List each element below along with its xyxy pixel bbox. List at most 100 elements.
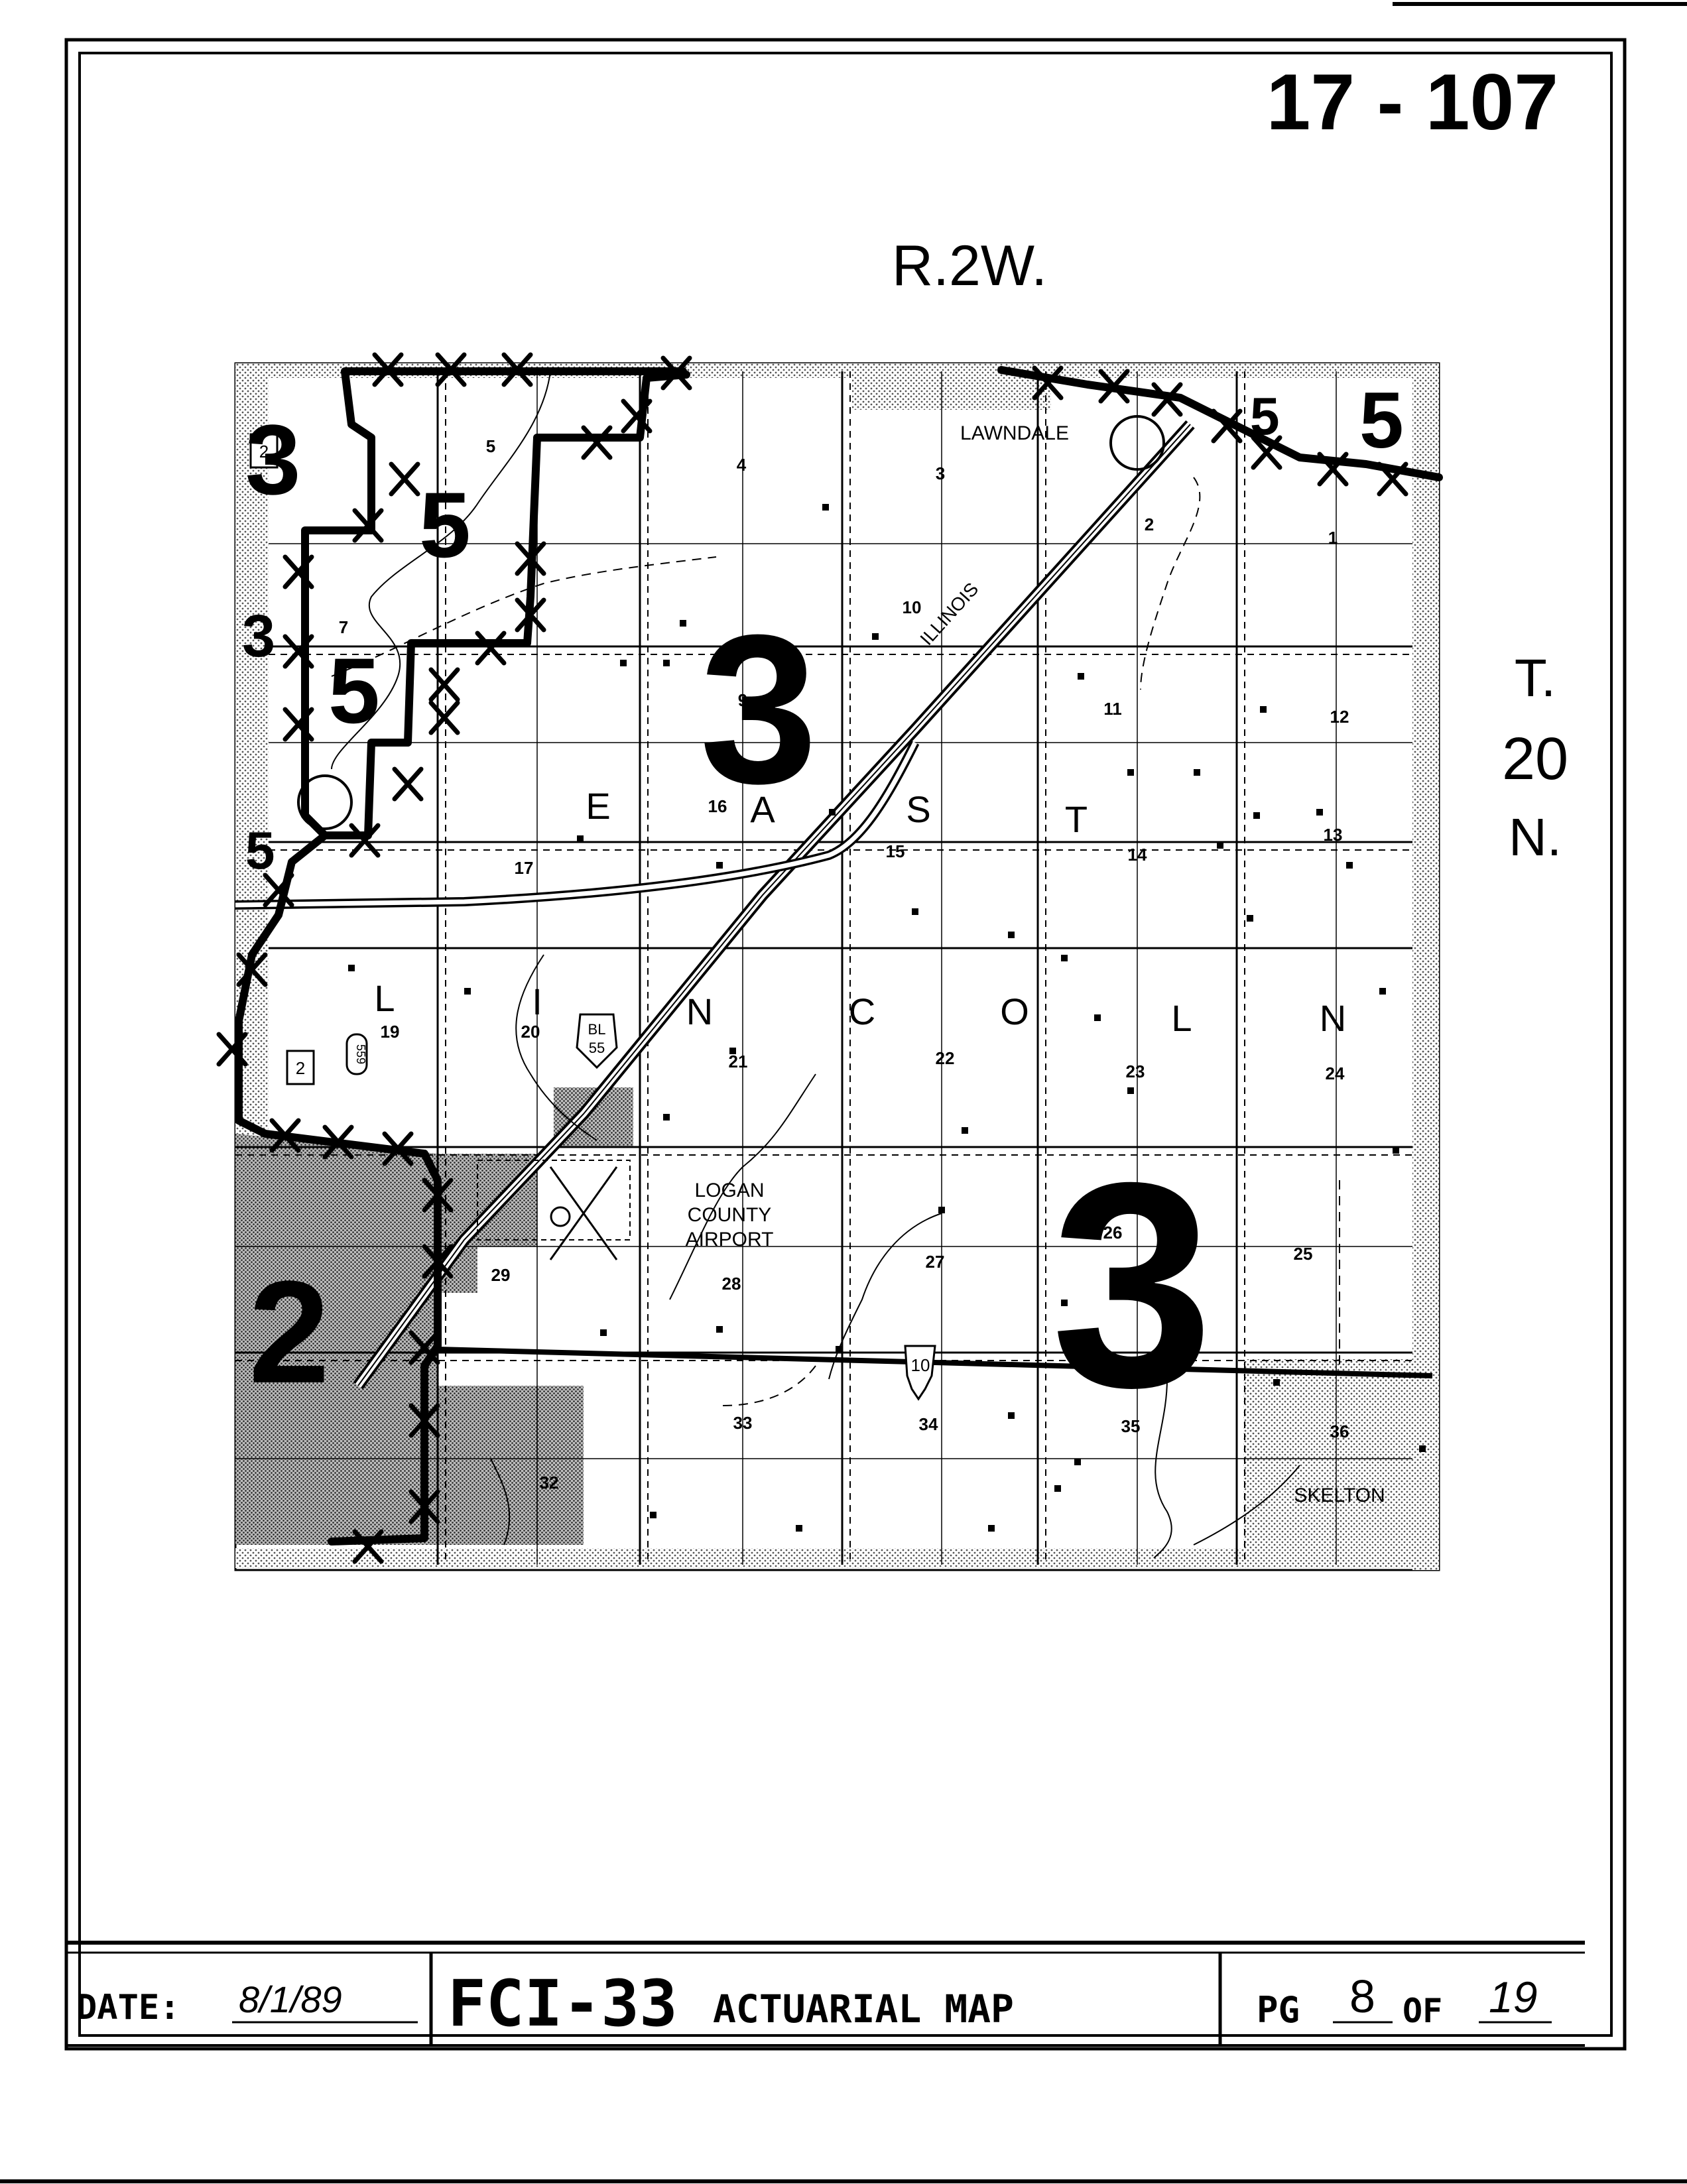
township-map bbox=[234, 362, 1440, 1571]
business-55-line2: 55 bbox=[589, 1040, 605, 1056]
township-label-n: N. bbox=[1509, 808, 1562, 867]
title-block bbox=[66, 1941, 1585, 2047]
twp-letter-l2: L bbox=[1171, 997, 1192, 1039]
section-19: 19 bbox=[381, 1022, 400, 1042]
township-label-t: T. bbox=[1515, 648, 1556, 707]
section-32: 32 bbox=[540, 1473, 559, 1492]
section-36: 36 bbox=[1330, 1422, 1349, 1441]
footer-title: FCI-33 ACTUARIAL MAP bbox=[448, 1967, 1014, 2041]
inner-frame bbox=[78, 52, 1613, 2037]
zone-5-west: 5 bbox=[328, 638, 380, 743]
county-2-north-label: 2 bbox=[259, 442, 269, 461]
zone-5-northeast: 5 bbox=[1359, 376, 1404, 465]
twp-letter-l1: L bbox=[374, 977, 395, 1019]
county-559-shield: 559 bbox=[345, 1033, 368, 1075]
section-21: 21 bbox=[729, 1052, 748, 1071]
section-35: 35 bbox=[1121, 1416, 1141, 1436]
section-20: 20 bbox=[521, 1022, 540, 1042]
section-numbers: 1 2 3 4 5 7 9 10 11 12 13 14 15 16 17 19… bbox=[339, 436, 1349, 1492]
label-lawndale: LAWNDALE bbox=[960, 422, 1069, 444]
page-label: PG bbox=[1257, 1989, 1300, 2031]
section-34: 34 bbox=[919, 1414, 938, 1434]
route-10-road bbox=[437, 1347, 1433, 1378]
county-2-label: 2 bbox=[296, 1058, 305, 1078]
section-9: 9 bbox=[738, 690, 747, 710]
twp-letter-n2: N bbox=[1320, 997, 1346, 1039]
airport-runways bbox=[549, 1166, 618, 1260]
county-2-shield-north: 2 bbox=[249, 433, 279, 469]
section-22: 22 bbox=[936, 1048, 955, 1068]
route-10-label: 10 bbox=[911, 1355, 930, 1375]
interstate-55 bbox=[353, 420, 1195, 1390]
label-skelton: SKELTON bbox=[1294, 1485, 1385, 1506]
zone-2-city: 2 bbox=[249, 1250, 330, 1414]
section-33: 33 bbox=[733, 1413, 753, 1433]
section-27: 27 bbox=[926, 1252, 945, 1272]
airport-boundary bbox=[477, 1160, 631, 1241]
township-label: T. 20 N. bbox=[1502, 648, 1568, 867]
twp-letter-c: C bbox=[849, 991, 875, 1032]
map-border-bottom bbox=[235, 1548, 1439, 1568]
twp-letter-e: E bbox=[586, 785, 610, 827]
business-55-line1: BL bbox=[588, 1021, 606, 1038]
zone-5-southwest: 5 bbox=[245, 821, 275, 880]
section-16: 16 bbox=[708, 796, 727, 816]
zone-3-northwest: 3 bbox=[245, 404, 300, 515]
interchange-circle bbox=[297, 774, 353, 830]
map-border-right bbox=[1412, 363, 1439, 1570]
section-1: 1 bbox=[1328, 528, 1338, 548]
creeks bbox=[331, 371, 1300, 1559]
section-4: 4 bbox=[737, 455, 747, 475]
document-number: 17 - 107 bbox=[1267, 58, 1558, 147]
twp-letter-t: T bbox=[1065, 798, 1088, 840]
twp-letter-o: O bbox=[1000, 991, 1029, 1032]
twp-letter-a: A bbox=[750, 788, 775, 830]
label-airport-line2: COUNTY bbox=[688, 1204, 772, 1226]
section-17: 17 bbox=[515, 858, 534, 878]
section-11: 11 bbox=[1103, 699, 1122, 719]
outer-frame bbox=[64, 38, 1627, 2051]
business-55-road bbox=[235, 740, 920, 910]
zone-numbers: 3 5 3 5 5 3 3 2 5 5 bbox=[242, 376, 1404, 1448]
route-10-shield: 10 bbox=[904, 1345, 936, 1401]
zone-3-central: 3 bbox=[700, 590, 818, 827]
section-14: 14 bbox=[1128, 845, 1147, 865]
twp-letter-s: S bbox=[906, 788, 930, 830]
section-7: 7 bbox=[339, 617, 348, 637]
range-label: R.2W. bbox=[892, 234, 1047, 298]
zone-5-north: 5 bbox=[419, 473, 471, 577]
business-55-shield: BL 55 bbox=[576, 1013, 618, 1069]
county-2-shield: 2 bbox=[286, 1050, 315, 1085]
title-code: FCI-33 bbox=[448, 1967, 678, 2041]
section-12: 12 bbox=[1330, 707, 1349, 727]
label-airport-line3: AIRPORT bbox=[686, 1229, 774, 1250]
zone-3-southeast: 3 bbox=[1051, 1122, 1214, 1448]
zone-3-west: 3 bbox=[242, 603, 275, 670]
section-10: 10 bbox=[903, 597, 922, 617]
label-airport: LOGAN COUNTY AIRPORT bbox=[686, 1180, 774, 1250]
section-3: 3 bbox=[936, 463, 945, 483]
township-label-number: 20 bbox=[1502, 726, 1568, 792]
twp-letter-i: I bbox=[532, 981, 542, 1022]
city-shade-southwest bbox=[235, 1134, 584, 1545]
zone-5-northeast-small: 5 bbox=[1250, 387, 1280, 446]
section-5: 5 bbox=[486, 436, 495, 456]
township-name: E A S T L I N C O L N bbox=[374, 785, 1346, 1039]
label-airport-line1: LOGAN bbox=[694, 1180, 764, 1201]
section-2: 2 bbox=[1145, 515, 1154, 534]
page-total: 19 bbox=[1489, 1972, 1537, 2022]
section-25: 25 bbox=[1294, 1244, 1313, 1264]
page-number: 8 bbox=[1349, 1971, 1375, 2022]
farmsteads bbox=[348, 504, 1426, 1532]
lawndale-town-circle bbox=[1109, 415, 1165, 471]
title-text: ACTUARIAL MAP bbox=[713, 1986, 1014, 2032]
section-15: 15 bbox=[886, 841, 905, 861]
date-value: 8/1/89 bbox=[239, 1978, 342, 2020]
footer-date: DATE: 8/1/89 bbox=[76, 1978, 418, 2028]
twp-letter-n1: N bbox=[686, 991, 713, 1032]
section-23: 23 bbox=[1126, 1062, 1145, 1081]
section-24: 24 bbox=[1326, 1063, 1345, 1083]
boundary-tick-marks bbox=[216, 352, 1408, 1564]
county-559-label: 559 bbox=[354, 1044, 367, 1064]
